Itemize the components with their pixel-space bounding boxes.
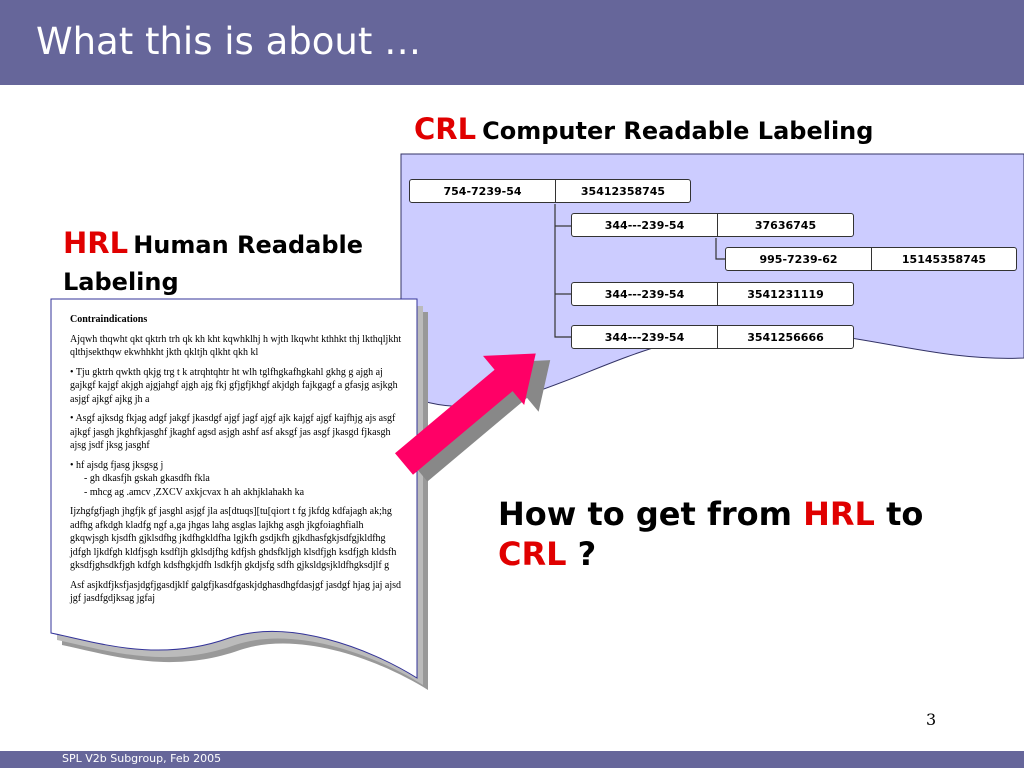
question-crl: CRL: [498, 535, 567, 573]
record-connectors: [554, 204, 725, 338]
crl-abbr: CRL: [414, 112, 477, 146]
title-bar: What this is about …: [0, 0, 1024, 85]
record-code: 344---239-54: [572, 326, 718, 348]
record-number: 15145358745: [901, 252, 987, 266]
arrow-hrl-to-crl: [395, 353, 536, 475]
record-number: 37636745: [754, 218, 817, 232]
record-number: 3541256666: [747, 330, 824, 344]
question-part: How to get from: [498, 495, 804, 533]
record-box: 754-7239-54 35412358745: [409, 179, 691, 203]
document-bullet: • Tju gktrh qwkth qkjg trg t k atrqhtqht…: [70, 366, 398, 405]
footer-text: SPL V2b Subgroup, Feb 2005: [62, 752, 222, 765]
question-hrl: HRL: [803, 495, 875, 533]
document-paragraph: Ijzhgfgfjagh jhgfjk gf jasghl asjgf jla …: [70, 506, 397, 571]
page-number: 3: [926, 710, 937, 729]
question-text: How to get from HRL to CRL ?: [498, 494, 978, 574]
hrl-document: [50, 298, 418, 679]
question-part: ?: [566, 535, 597, 573]
document-body: Contraindications Ajqwh thqwht qkt qktrh…: [70, 313, 402, 612]
document-sub-bullet: - mhcg ag .amcv ,ZXCV axkjcvax h ah akhj…: [84, 486, 305, 498]
document-bullet: • hf ajsdg fjasg jksgsg j: [70, 459, 164, 471]
document-heading: Contraindications: [70, 314, 148, 325]
hrl-heading: HRL Human Readable Labeling: [63, 226, 383, 302]
document-bullet: • Asgf ajksdg fkjag adgf jakgf jkasdgf a…: [70, 413, 396, 451]
hrl-full-name: Human Readable Labeling: [63, 231, 364, 296]
record-code: 344---239-54: [572, 283, 718, 305]
footer-bar: SPL V2b Subgroup, Feb 2005: [0, 751, 1024, 768]
record-number: 35412358745: [580, 184, 666, 198]
crl-full-name: Computer Readable Labeling: [482, 117, 874, 145]
document-paragraph: Ajqwh thqwht qkt qktrh trh qk kh kht kqw…: [70, 333, 402, 359]
record-code: 344---239-54: [572, 214, 718, 236]
record-box: 995-7239-62 15145358745: [725, 247, 1017, 271]
record-box: 344---239-54 3541256666: [571, 325, 854, 349]
slide-title: What this is about …: [36, 20, 422, 63]
document-paragraph: Asf asjkdfjksfjasjdgfjgasdjklf galgfjkas…: [70, 579, 402, 605]
record-box: 344---239-54 37636745: [571, 213, 854, 237]
document-sub-bullet: - gh dkasfjh gskah gkasdfh fkla: [84, 473, 210, 484]
record-number: 3541231119: [747, 287, 824, 301]
hrl-abbr: HRL: [63, 226, 129, 260]
record-code: 995-7239-62: [726, 248, 872, 270]
record-code: 754-7239-54: [410, 180, 556, 202]
record-box: 344---239-54 3541231119: [571, 282, 854, 306]
question-part: to: [874, 495, 924, 533]
